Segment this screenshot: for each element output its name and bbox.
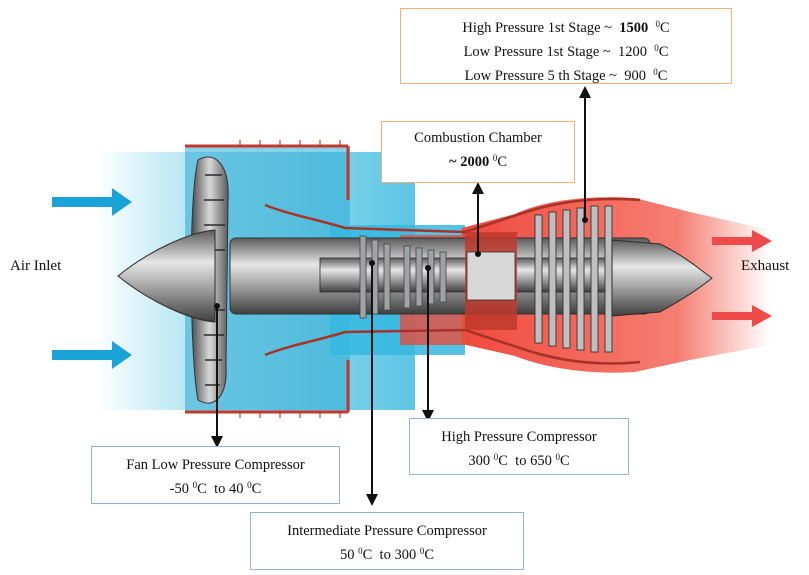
core-casing — [264, 197, 641, 365]
casing-ticks — [239, 140, 341, 418]
hp-compressor-box: High Pressure Compressor 300 0C to 650 0… — [409, 418, 629, 475]
hp-compressor-title: High Pressure Compressor — [441, 429, 597, 445]
turbine-hp-first-stage: High Pressure 1st Stage ~ 1500 0C — [462, 19, 670, 36]
fan-compressor-box: Fan Low Pressure Compressor -50 0C to 40… — [91, 446, 340, 504]
exhaust-cone — [611, 239, 713, 317]
ip-compressor-title: Intermediate Pressure Compressor — [287, 523, 487, 539]
combustion-chamber-title: Combustion Chamber — [414, 130, 542, 146]
turbine-temperature-box: High Pressure 1st Stage ~ 1500 0C Low Pr… — [400, 8, 732, 84]
exhaust-arrows — [712, 230, 772, 327]
hp-compressor-range: 300 0C to 650 0C — [468, 452, 570, 469]
combustion-chamber-box: Combustion Chamber ~ 2000 0C — [381, 121, 575, 183]
fan-compressor-range: -50 0C to 40 0C — [169, 480, 262, 497]
air-inlet-label: Air Inlet — [10, 258, 62, 274]
combustor — [465, 232, 517, 330]
fan-compressor-title: Fan Low Pressure Compressor — [126, 457, 305, 473]
combustion-chamber-temp: ~ 2000 0C — [449, 153, 507, 170]
nose-cone — [117, 229, 216, 323]
ip-compressor-range: 50 0C to 300 0C — [340, 546, 434, 563]
turbine-stages — [534, 205, 613, 353]
turbine-lp-first-stage: Low Pressure 1st Stage ~ 1200 0C — [463, 43, 669, 60]
leader-lines — [211, 86, 591, 506]
exhaust-label: Exhaust — [741, 258, 790, 274]
turbine-lp-fifth-stage: Low Pressure 5 th Stage ~ 900 0C — [464, 67, 668, 84]
inlet-arrows — [52, 188, 132, 369]
ip-compressor-box: Intermediate Pressure Compressor 50 0C t… — [250, 512, 524, 570]
fan-casing — [185, 144, 350, 414]
